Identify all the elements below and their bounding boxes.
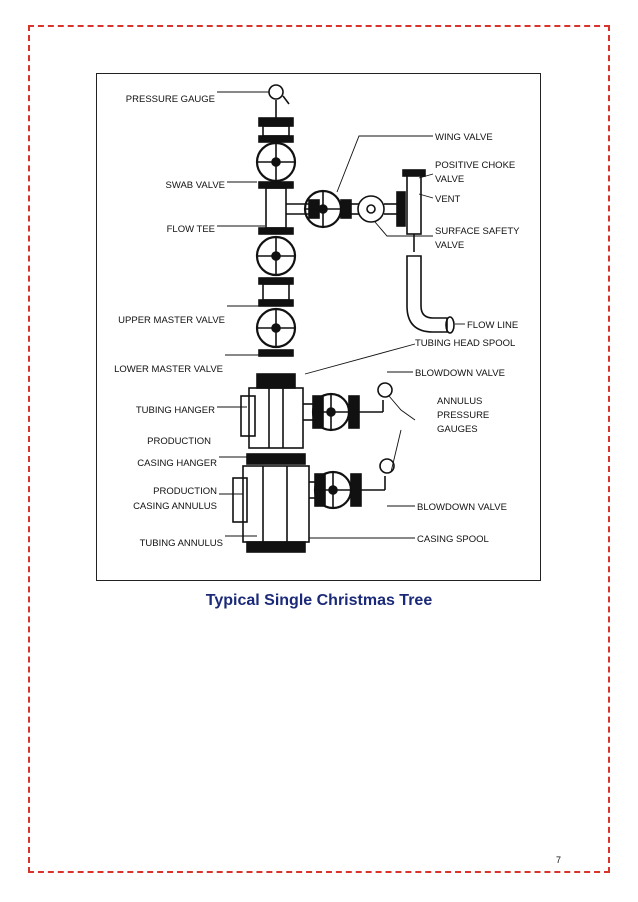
label-casing-spool: CASING SPOOL (417, 534, 489, 545)
page-number: 7 (556, 855, 562, 865)
label-flow-tee: FLOW TEE (167, 224, 215, 235)
christmas-tree-diagram: PRESSURE GAUGE SWAB VALVE FLOW TEE UPPER… (96, 73, 541, 581)
label-lower-master-valve: LOWER MASTER VALVE (114, 364, 223, 375)
leader-lines (217, 91, 465, 539)
flow-line-pipe (406, 255, 448, 333)
label-annulus-pressure-gauges-3: GAUGES (437, 424, 478, 435)
label-production-casing-hanger-1: PRODUCTION (147, 436, 211, 447)
positive-choke-body (406, 173, 422, 235)
upper-master-valve-wheel (255, 235, 297, 277)
flow-tee-body (265, 187, 287, 229)
top-flange (258, 117, 294, 127)
label-pressure-gauge: PRESSURE GAUGE (126, 94, 215, 105)
label-wing-valve: WING VALVE (435, 132, 493, 143)
annulus-gauge-upper (377, 382, 393, 398)
tubing-hanger (256, 373, 296, 389)
label-vent: VENT (435, 194, 461, 205)
label-production-casing-annulus-2: CASING ANNULUS (133, 501, 217, 512)
label-surface-safety-valve-1: SURFACE SAFETY (435, 226, 520, 237)
label-tubing-annulus: TUBING ANNULUS (140, 538, 223, 549)
swab-valve-wheel (255, 141, 297, 183)
figure-caption: Typical Single Christmas Tree (205, 592, 433, 609)
label-positive-choke-valve-2: VALVE (435, 174, 464, 185)
label-tubing-hanger: TUBING HANGER (136, 405, 215, 416)
label-flow-line: FLOW LINE (467, 320, 518, 331)
label-blowdown-valve-lower: BLOWDOWN VALVE (417, 502, 507, 513)
label-annulus-pressure-gauges-2: PRESSURE (437, 410, 489, 421)
pressure-gauge-dial (268, 84, 284, 100)
diagram-svg: PRESSURE GAUGE SWAB VALVE FLOW TEE UPPER… (114, 84, 520, 553)
page-border (28, 25, 610, 873)
tubing-head-spool (248, 387, 304, 449)
label-surface-safety-valve-2: VALVE (435, 240, 464, 251)
label-production-casing-hanger-2: CASING HANGER (137, 458, 217, 469)
label-tubing-head-spool: TUBING HEAD SPOOL (415, 338, 515, 349)
label-production-casing-annulus-1: PRODUCTION (153, 486, 217, 497)
annulus-gauge-lower (379, 458, 395, 474)
label-positive-choke-valve-1: POSITIVE CHOKE (435, 160, 515, 171)
label-upper-master-valve: UPPER MASTER VALVE (118, 315, 225, 326)
surface-safety-valve (357, 195, 385, 223)
casing-spool (242, 465, 310, 543)
label-blowdown-valve-upper: BLOWDOWN VALVE (415, 368, 505, 379)
label-annulus-pressure-gauges-1: ANNULUS (437, 396, 482, 407)
lower-master-valve-wheel (255, 307, 297, 349)
label-swab-valve: SWAB VALVE (166, 180, 225, 191)
